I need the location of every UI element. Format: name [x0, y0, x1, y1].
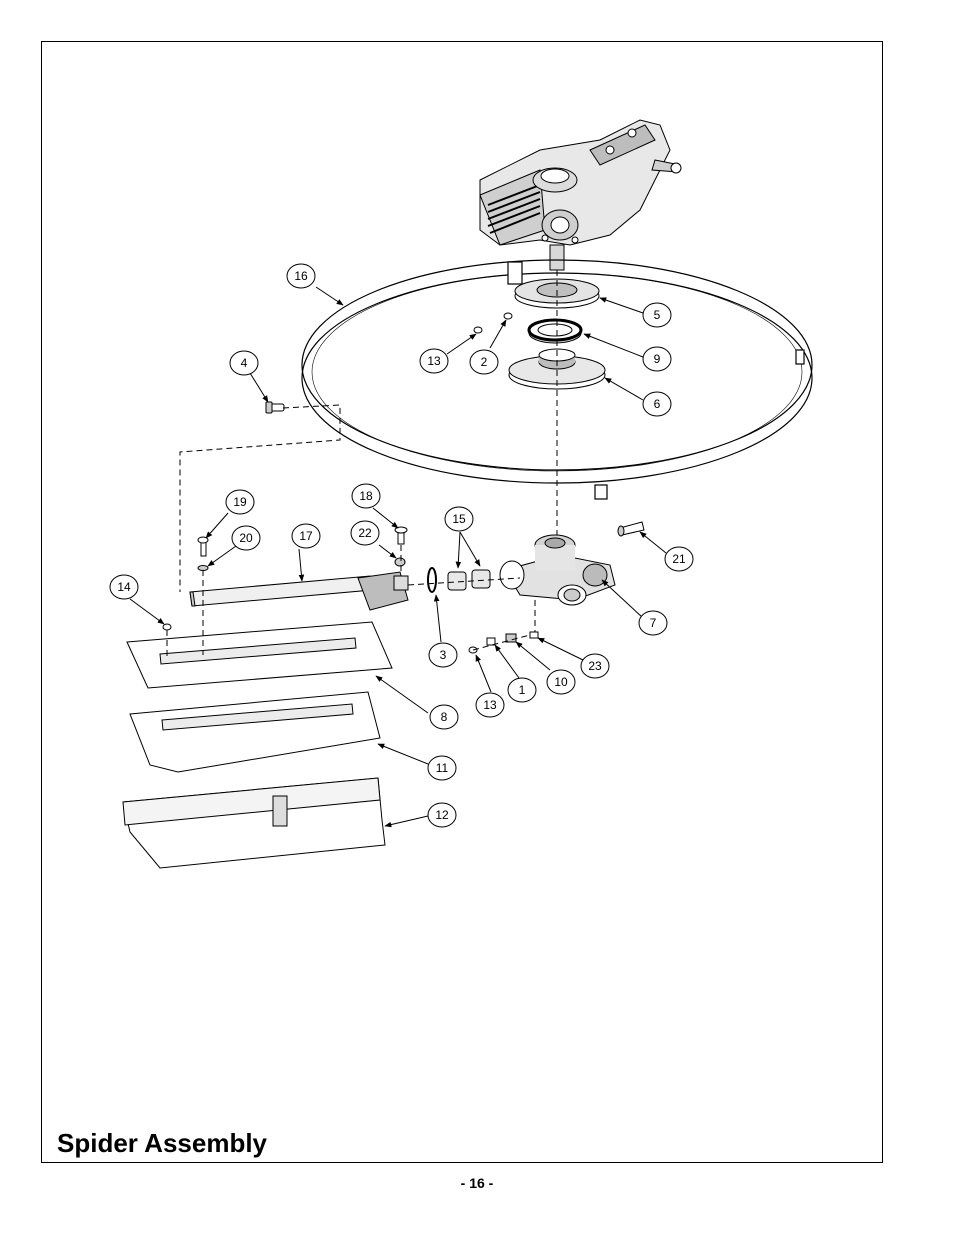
- callout-7: 7: [638, 610, 668, 636]
- callout-9: 9: [642, 346, 672, 372]
- clip-and-bushings: [427, 567, 491, 593]
- callout-2: 2: [469, 349, 499, 375]
- bolt-21-illustration: [617, 521, 645, 537]
- svg-text:7: 7: [650, 616, 657, 630]
- svg-text:3: 3: [440, 648, 447, 662]
- callout-16: 17: [291, 523, 321, 549]
- callout-11: 11: [427, 755, 457, 781]
- svg-text:13: 13: [483, 698, 497, 712]
- svg-text:6: 6: [654, 397, 661, 411]
- page-title: Spider Assembly: [57, 1128, 268, 1158]
- callout-4: 4: [229, 350, 259, 376]
- callout-15: 15: [444, 506, 474, 532]
- hub-parts-illustration: [508, 278, 606, 390]
- callout-18: 18: [351, 483, 381, 509]
- svg-text:10: 10: [554, 675, 568, 689]
- svg-text:1: 1: [519, 683, 526, 697]
- callout-5: 5: [642, 302, 672, 328]
- arm-fasteners: [162, 526, 408, 631]
- svg-text:8: 8: [441, 710, 448, 724]
- callout-23: 23: [580, 653, 610, 679]
- svg-text:14: 14: [117, 580, 131, 594]
- svg-text:21: 21: [672, 552, 686, 566]
- bolt-4-illustration: [265, 401, 285, 414]
- page-number: - 16 -: [460, 1175, 494, 1191]
- small-fasteners-top: [473, 312, 513, 334]
- svg-text:22: 22: [358, 526, 372, 540]
- svg-text:12: 12: [435, 808, 449, 822]
- spider-arm-illustration: [189, 571, 409, 611]
- svg-text:17: 17: [299, 529, 313, 543]
- callout-19: 19: [225, 489, 255, 515]
- callout-14: 14: [109, 574, 139, 600]
- callout-13-bottom: 13: [475, 692, 505, 718]
- callout-13-top: 13: [419, 348, 449, 374]
- callout-12: 12: [427, 802, 457, 828]
- callout-21: 21: [664, 546, 694, 572]
- svg-text:9: 9: [654, 352, 661, 366]
- svg-text:2: 2: [481, 355, 488, 369]
- grease-fitting-parts: [468, 631, 539, 654]
- svg-text:23: 23: [588, 659, 602, 673]
- callout-10: 10: [546, 669, 576, 695]
- callout-8: 8: [429, 704, 459, 730]
- callout-labels: 16 5 9 6 4 13 2 19 18 20 17 22 15 21 14 …: [109, 263, 694, 828]
- callout-1: 1: [507, 677, 537, 703]
- svg-text:18: 18: [359, 489, 373, 503]
- callout-6: 6: [642, 391, 672, 417]
- svg-text:19: 19: [233, 495, 247, 509]
- callout-17: 16: [286, 263, 316, 289]
- svg-text:16: 16: [294, 269, 308, 283]
- svg-text:11: 11: [436, 761, 449, 775]
- callout-3: 3: [428, 642, 458, 668]
- spider-hub-illustration: [499, 534, 616, 606]
- gearbox-illustration: [479, 119, 682, 271]
- callout-20: 20: [231, 525, 261, 551]
- leader-lines: [129, 286, 667, 828]
- callout-22: 22: [350, 520, 380, 546]
- svg-text:4: 4: [241, 356, 248, 370]
- dashed-assembly-lines: [166, 270, 558, 660]
- svg-text:20: 20: [239, 531, 253, 545]
- svg-text:13: 13: [427, 354, 441, 368]
- page-frame: [41, 41, 883, 1163]
- svg-text:15: 15: [452, 512, 466, 526]
- svg-text:5: 5: [654, 308, 661, 322]
- blade-plates-illustration: [122, 621, 393, 869]
